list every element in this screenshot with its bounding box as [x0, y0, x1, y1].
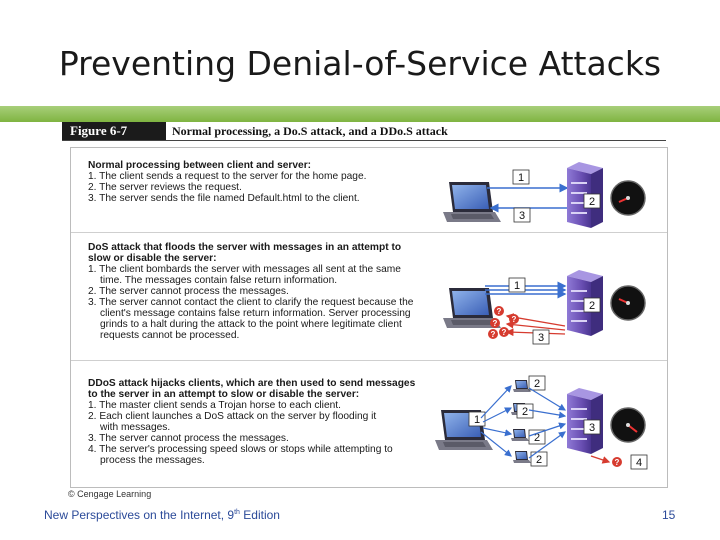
- step-number: 2: [589, 300, 595, 312]
- flood-arrow: [528, 387, 567, 411]
- step-number: 3: [519, 210, 525, 222]
- question-icon: [499, 327, 509, 337]
- footer-title: New Perspectives on the Internet, 9: [44, 508, 235, 522]
- step-label-box: [512, 169, 530, 185]
- step-number: 1: [518, 172, 524, 184]
- ddos-attack-text: DDoS attack hijacks clients, which are t…: [88, 378, 433, 466]
- step-number: 2: [522, 406, 528, 418]
- trojan-arrow: [482, 407, 513, 423]
- step-line: 1. The master client sends a Trojan hors…: [88, 400, 341, 411]
- step-number: 2: [534, 378, 540, 390]
- question-mark: ?: [491, 330, 496, 339]
- step-number: 2: [589, 196, 595, 208]
- step-label-box: [530, 451, 548, 467]
- hijacked-client-icon: [513, 451, 531, 463]
- title-band: [0, 106, 720, 122]
- trojan-arrow: [480, 431, 512, 457]
- step-number: 3: [589, 422, 595, 434]
- figure-label: Figure 6-7: [62, 122, 166, 140]
- step-label-box: [528, 375, 546, 391]
- step-line: 1. The client sends a request to the ser…: [88, 171, 367, 182]
- step-line: process the messages.: [100, 455, 205, 466]
- slide-title: Preventing Denial-of-Service Attacks: [58, 44, 662, 83]
- step-label-box: [583, 297, 601, 313]
- step-line: requests cannot be processed.: [100, 330, 240, 341]
- footer-edition: Edition: [239, 508, 280, 522]
- step-label-box: [583, 419, 601, 435]
- figure-copyright: © Cengage Learning: [68, 489, 152, 499]
- question-icon: [509, 314, 519, 324]
- section-divider: [71, 232, 667, 233]
- step-label-box: [583, 193, 601, 209]
- dos-attack-text: DoS attack that floods the server with m…: [88, 242, 433, 341]
- speedometer-hub: [626, 196, 630, 200]
- figure-rule: [62, 140, 666, 141]
- step-line: with messages.: [100, 422, 171, 433]
- flood-arrow: [528, 422, 567, 437]
- flood-arrow: [528, 409, 567, 419]
- step-number: 1: [514, 280, 520, 292]
- step-label-box: [630, 454, 648, 470]
- speedometer-hub: [626, 423, 630, 427]
- return-arrow: [505, 320, 566, 331]
- normal-processing-heading: Normal processing between client and ser…: [88, 160, 312, 171]
- step-line: time. The messages contain false return …: [100, 275, 338, 286]
- speedometer-hub: [626, 301, 630, 305]
- footer-superscript: th: [234, 509, 240, 516]
- dos-attack-heading: slow or disable the server:: [88, 253, 217, 264]
- step-label-box: [532, 329, 550, 345]
- step-number: 2: [536, 454, 542, 466]
- figure-header: Figure 6-7 Normal processing, a Do.S att…: [62, 122, 666, 141]
- question-icon: [494, 306, 504, 316]
- step-line: 2. Each client launches a DoS attack on …: [88, 411, 377, 422]
- step-line: client's message contains false return i…: [100, 308, 411, 319]
- section-divider: [71, 360, 667, 361]
- ddos-attack-heading: to the server in an attempt to slow or d…: [88, 389, 360, 400]
- stall-arrow: [590, 455, 611, 464]
- normal-processing-text: Normal processing between client and ser…: [88, 160, 433, 204]
- diagram-illustrations: 1 3 2 1 2 3 ? ? ? ? ?: [435, 162, 648, 470]
- step-line: 4. The server's processing speed slows o…: [88, 444, 393, 455]
- step-line: grinds to a halt during the attack to th…: [100, 319, 402, 330]
- hijacked-client-icon: [511, 429, 529, 441]
- question-icon: [490, 318, 500, 328]
- dos-attack-heading: DoS attack that floods the server with m…: [88, 242, 402, 253]
- step-label-box: [528, 429, 546, 445]
- ddos-attack-heading: DDoS attack hijacks clients, which are t…: [88, 378, 416, 389]
- trojan-arrow: [482, 427, 513, 437]
- footer-text: New Perspectives on the Internet, 9th Ed…: [44, 508, 280, 522]
- step-line: 3. The server cannot process the message…: [88, 433, 289, 444]
- step-line: 2. The server reviews the request.: [88, 182, 242, 193]
- question-mark: ?: [615, 458, 620, 467]
- question-mark: ?: [512, 315, 517, 324]
- step-number: 3: [538, 332, 544, 344]
- question-mark: ?: [497, 307, 502, 316]
- hijacked-client-icon: [513, 380, 531, 392]
- figure-caption: Normal processing, a Do.S attack, and a …: [172, 124, 448, 138]
- step-line: 3. The server cannot contact the client …: [88, 297, 414, 308]
- step-line: 1. The client bombards the server with m…: [88, 264, 401, 275]
- step-number: 1: [474, 414, 480, 426]
- step-label-box: [468, 411, 486, 427]
- question-icon: [488, 329, 498, 339]
- flood-arrow: [528, 431, 566, 459]
- step-line: 2. The server cannot process the message…: [88, 286, 289, 297]
- step-label-box: [508, 277, 526, 293]
- step-label-box: [513, 207, 531, 223]
- question-mark: ?: [493, 319, 498, 328]
- figure-panel: Normal processing between client and ser…: [70, 147, 668, 488]
- step-number: 2: [534, 432, 540, 444]
- trojan-arrow: [480, 385, 512, 419]
- question-mark: ?: [502, 328, 507, 337]
- question-icon: [612, 457, 622, 467]
- step-number: 4: [636, 457, 642, 469]
- page-number: 15: [662, 508, 676, 522]
- step-line: 3. The server sends the file named Defau…: [88, 193, 360, 204]
